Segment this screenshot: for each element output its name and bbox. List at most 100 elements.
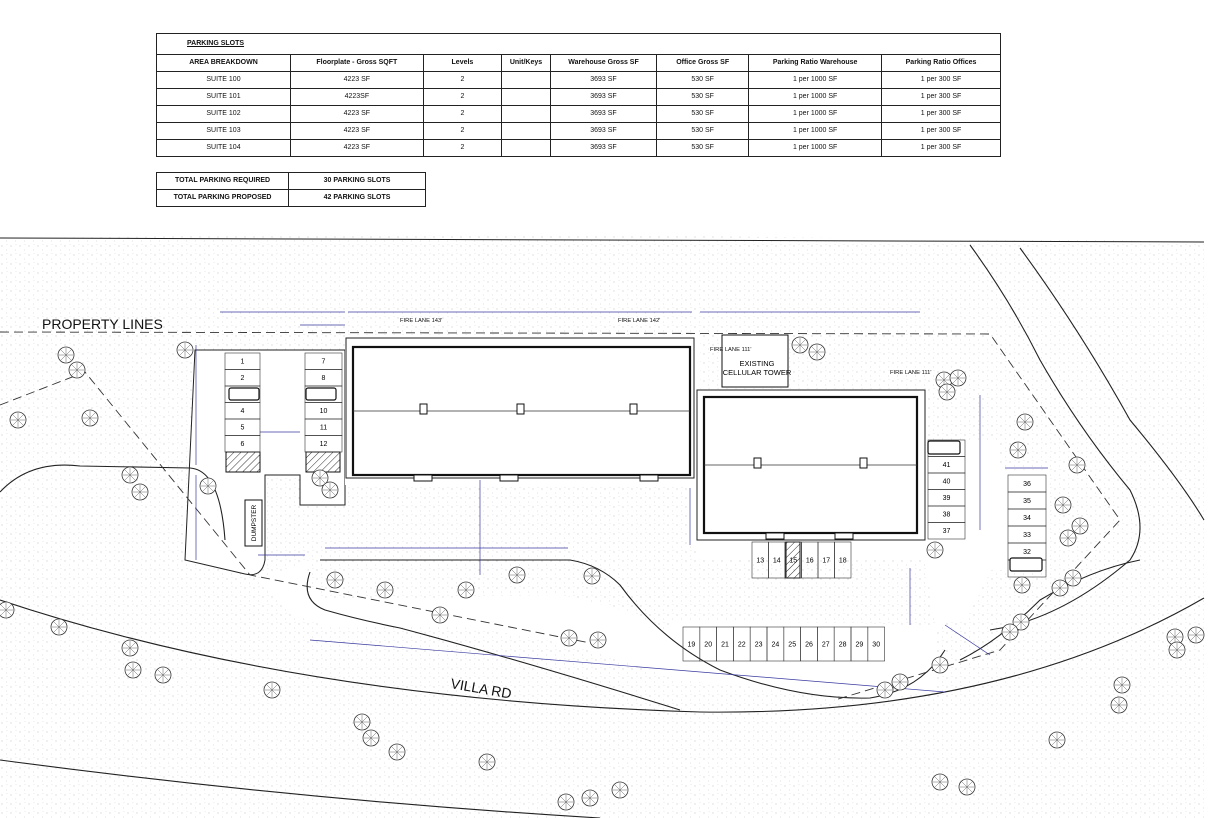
tree-icon-stroke xyxy=(329,574,341,586)
stall-number: 2 xyxy=(241,375,245,382)
property-lines-label: PROPERTY LINES xyxy=(42,316,163,332)
stall-number: 6 xyxy=(241,441,245,448)
car-icon xyxy=(305,387,337,401)
tree-icon-stroke xyxy=(879,684,891,696)
stall-number: 36 xyxy=(1023,481,1031,488)
stall-number: 29 xyxy=(856,641,864,648)
car-icon xyxy=(228,387,260,401)
stall-number: 24 xyxy=(772,641,780,648)
stall-number: 21 xyxy=(721,641,729,648)
car-icon xyxy=(927,440,961,455)
table-cell: 4223 SF xyxy=(289,139,424,157)
tree-icon-stroke xyxy=(511,569,523,581)
tree-icon-stroke xyxy=(586,570,598,582)
tree-icon-stroke xyxy=(1012,444,1024,456)
tree-icon-stroke xyxy=(379,584,391,596)
stall-number: 28 xyxy=(839,641,847,648)
tree-icon-stroke xyxy=(365,732,377,744)
parking-stall xyxy=(834,541,852,579)
tower-label-line1: EXISTING xyxy=(739,359,774,368)
parking-table-header-row: AREA BREAKDOWN Floorplate - Gross SQFT L… xyxy=(156,54,1001,72)
tree-icon-stroke xyxy=(53,621,65,633)
tree-icon-stroke xyxy=(592,634,604,646)
parking-stall xyxy=(927,522,966,540)
tree-icon-stroke xyxy=(60,349,72,361)
stall-number: 37 xyxy=(943,528,951,535)
stall-number: 16 xyxy=(806,557,814,564)
tree-icon-stroke xyxy=(938,374,950,386)
stall-number: 19 xyxy=(688,641,696,648)
stall-number: 41 xyxy=(943,462,951,469)
tree-icon-stroke xyxy=(1057,499,1069,511)
table-cell: 1 per 300 SF xyxy=(881,139,1001,157)
property-lines xyxy=(0,331,1121,701)
tree-icon-stroke xyxy=(1051,734,1063,746)
parking-stall xyxy=(867,626,885,662)
stall-number: 38 xyxy=(943,512,951,519)
stall-number: 32 xyxy=(1023,549,1031,556)
tree-icon-stroke xyxy=(1171,644,1183,656)
tree-icon-stroke xyxy=(614,784,626,796)
tree-icon-stroke xyxy=(894,676,906,688)
tree-icon-stroke xyxy=(934,776,946,788)
tree-icon-stroke xyxy=(356,716,368,728)
tree-icon-stroke xyxy=(1019,416,1031,428)
tree-icon-stroke xyxy=(1116,679,1128,691)
stall-number: 35 xyxy=(1023,498,1031,505)
tree-icon-stroke xyxy=(1054,582,1066,594)
tree-icon-stroke xyxy=(1074,520,1086,532)
fire-lane-label: FIRE LANE 111' xyxy=(890,370,932,376)
tree-icon-stroke xyxy=(934,659,946,671)
stall-number: 39 xyxy=(943,495,951,502)
stall-number: 5 xyxy=(241,425,245,432)
stall-number: 40 xyxy=(943,479,951,486)
stall-number: 13 xyxy=(756,557,764,564)
hatched-islands xyxy=(225,451,801,579)
trees xyxy=(0,336,1205,811)
tree-icon-stroke xyxy=(71,364,83,376)
tree-icon-stroke xyxy=(929,544,941,556)
tree-icon-stroke xyxy=(127,664,139,676)
tree-icon-stroke xyxy=(460,584,472,596)
totals-cell: 42 PARKING SLOTS xyxy=(288,189,426,207)
stall-number: 33 xyxy=(1023,532,1031,539)
tree-icon-stroke xyxy=(1016,579,1028,591)
tree-icon-stroke xyxy=(961,781,973,793)
stall-number: 17 xyxy=(822,557,830,564)
tree-icon-stroke xyxy=(952,372,964,384)
tree-icon-stroke xyxy=(12,414,24,426)
stall-number: 11 xyxy=(320,425,327,432)
tree-icon-stroke xyxy=(324,484,336,496)
tree-icon-stroke xyxy=(124,642,136,654)
tree-icon-stroke xyxy=(157,669,169,681)
tree-icon-stroke xyxy=(84,412,96,424)
parking-slots-table: PARKING SLOTS AREA BREAKDOWN Floorplate … xyxy=(156,33,1001,157)
stall-number: 15 xyxy=(789,557,797,564)
tree-icon-stroke xyxy=(811,346,823,358)
fire-lane-label: FIRE LANE 111' xyxy=(710,347,752,353)
stall-number: 18 xyxy=(839,557,847,564)
tree-icon-stroke xyxy=(560,796,572,808)
tree-icon-stroke xyxy=(124,469,136,481)
table-cell: 1 per 1000 SF xyxy=(748,139,883,157)
tree-icon-stroke xyxy=(1004,626,1016,638)
stall-number: 7 xyxy=(322,359,326,366)
tree-icon-stroke xyxy=(202,480,214,492)
car-icons xyxy=(228,387,1043,572)
fire-lane-label: FIRE LANE 142' xyxy=(618,318,660,324)
tree-icon-stroke xyxy=(1190,629,1202,641)
stall-number: 23 xyxy=(755,641,763,648)
tree-icon-stroke xyxy=(1071,459,1083,471)
tree-icon-stroke xyxy=(1062,532,1074,544)
tree-icon-stroke xyxy=(314,472,326,484)
table-cell: 3693 SF xyxy=(549,139,658,157)
tree-icon-stroke xyxy=(434,609,446,621)
fire-lane-label: FIRE LANE 143' xyxy=(400,318,442,324)
